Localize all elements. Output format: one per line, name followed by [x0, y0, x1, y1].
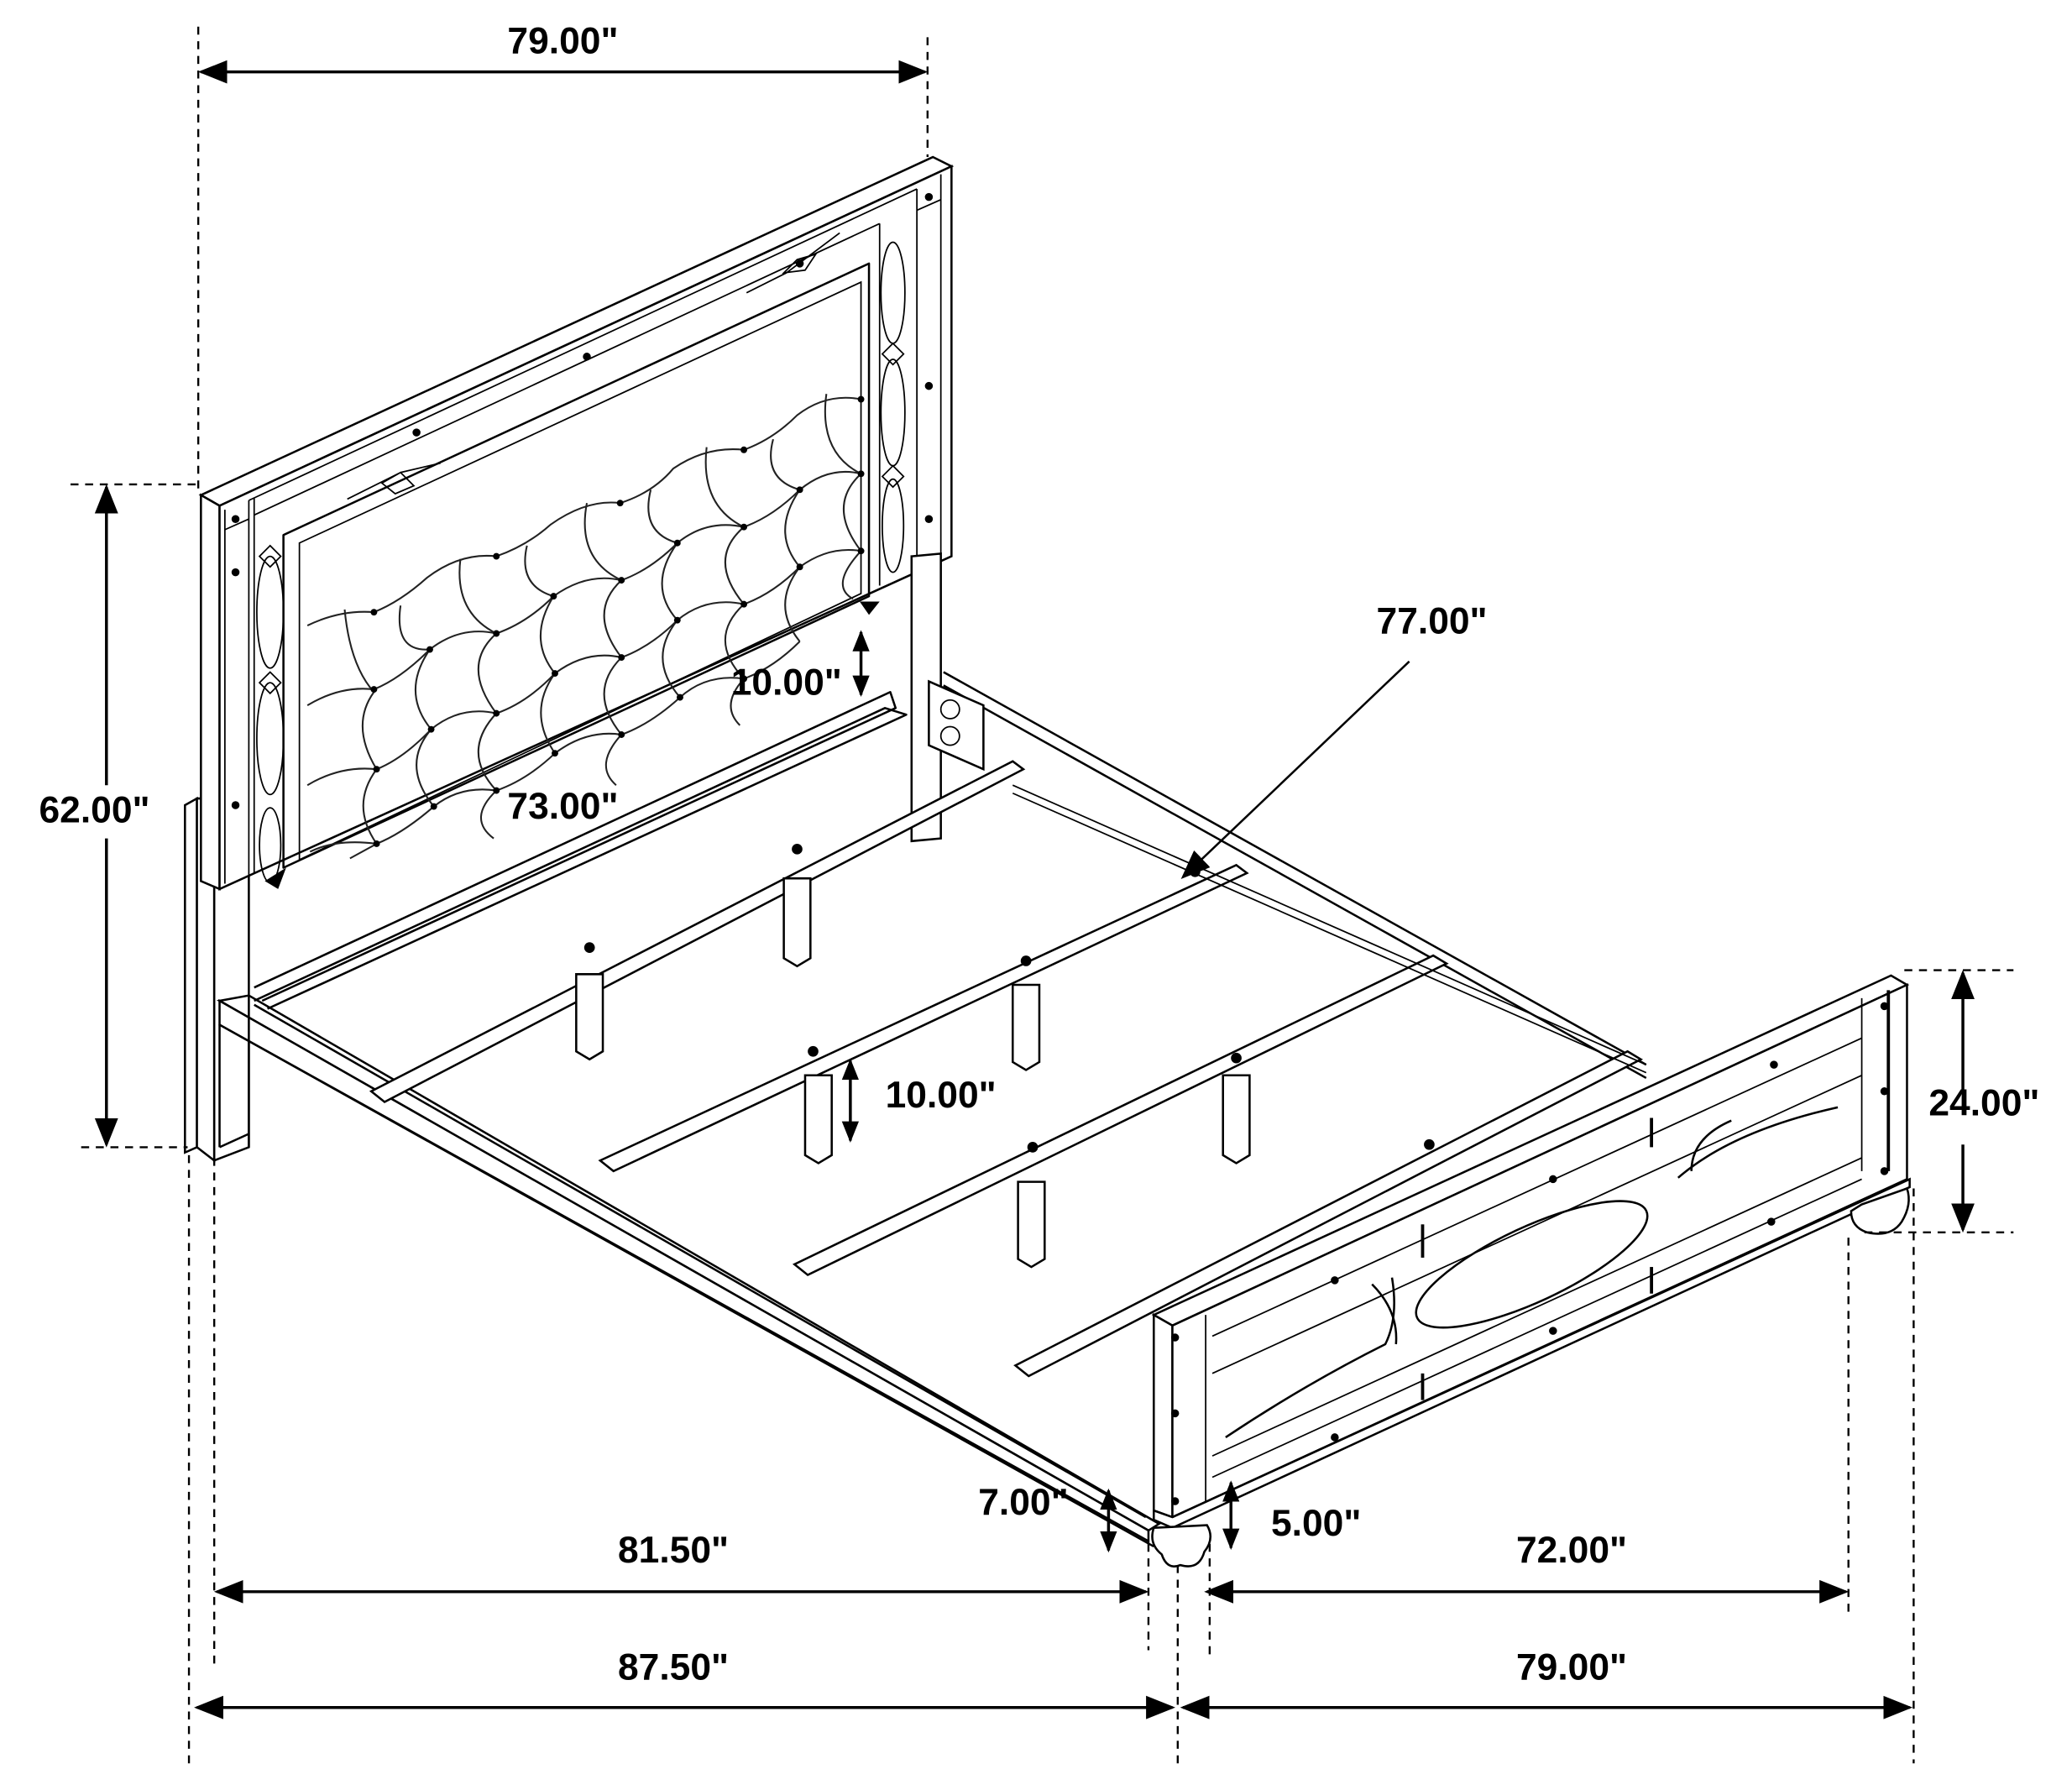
bed-frame-drawing: [184, 155, 1911, 1568]
slat-support-legs: [575, 843, 1435, 1269]
dim-slat-clearance: 10.00": [886, 1075, 997, 1116]
headboard-tuft-buttons: [370, 395, 865, 847]
dim-headboard-inner-width: 73.00": [507, 786, 618, 827]
footboard-foot-left: [1151, 1524, 1211, 1568]
dim-inner-width: 72.00": [1516, 1530, 1627, 1571]
side-rail-left: [216, 707, 1162, 1548]
dimension-lines: [70, 26, 2014, 1771]
dim-overall-width: 79.00": [1516, 1646, 1627, 1688]
dimension-labels: 79.00" 62.00" 10.00" 73.00" 77.00" 10.00…: [39, 20, 2039, 1688]
dim-overall-length: 87.50": [618, 1646, 729, 1688]
dim-inner-rail-length: 81.50": [618, 1530, 729, 1571]
dim-inner-length: 77.00": [1377, 601, 1488, 642]
slats: [369, 760, 1647, 1378]
dim-footboard-clearance: 5.00": [1271, 1503, 1361, 1544]
headboard-face: [200, 493, 221, 891]
dim-footboard-height: 24.00": [1928, 1082, 2039, 1123]
footboard: [1151, 974, 1911, 1530]
dim-headboard-width-top: 79.00": [507, 20, 618, 61]
dim-headboard-height: 62.00": [39, 790, 149, 831]
dim-headboard-panel-clearance: 10.00": [731, 662, 842, 703]
footboard-foot-right: [1850, 1186, 1910, 1235]
headboard-side-ornament: [256, 232, 906, 883]
dim-side-rail-clearance: 7.00": [978, 1482, 1068, 1523]
headboard-nailhead-dots: [231, 192, 934, 809]
headboard-right-leg: [910, 552, 942, 843]
